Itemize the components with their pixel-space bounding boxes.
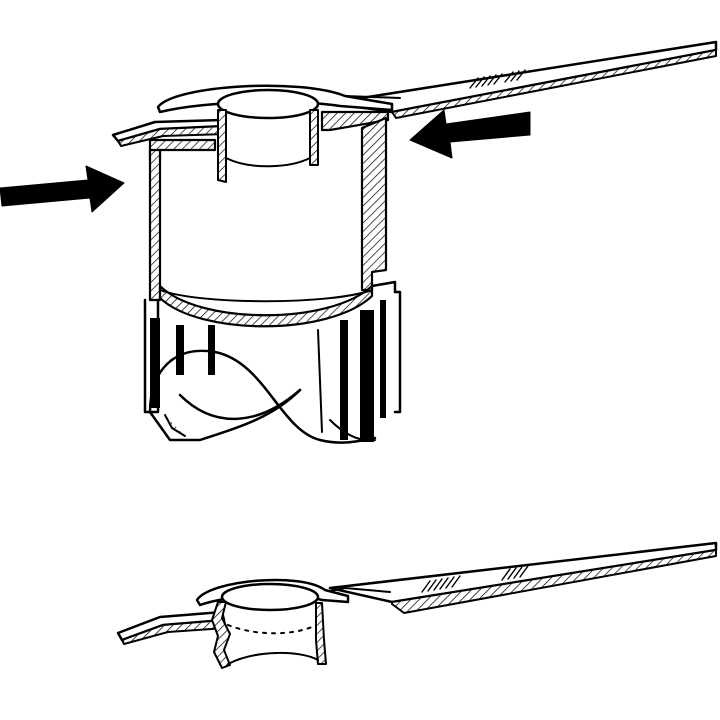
- left-press-arrow: [0, 165, 125, 213]
- bottom-panel: [116, 541, 718, 669]
- crimp-tool: [143, 110, 402, 444]
- sheet-top: [328, 40, 718, 119]
- sheet-bottom: [324, 541, 718, 614]
- right-press-arrow: [409, 109, 531, 159]
- top-panel: [0, 40, 718, 444]
- sheet-flange-left-bottom: [116, 610, 227, 645]
- crimped-eyelet: [195, 578, 350, 669]
- eyelet-flare: [156, 84, 394, 183]
